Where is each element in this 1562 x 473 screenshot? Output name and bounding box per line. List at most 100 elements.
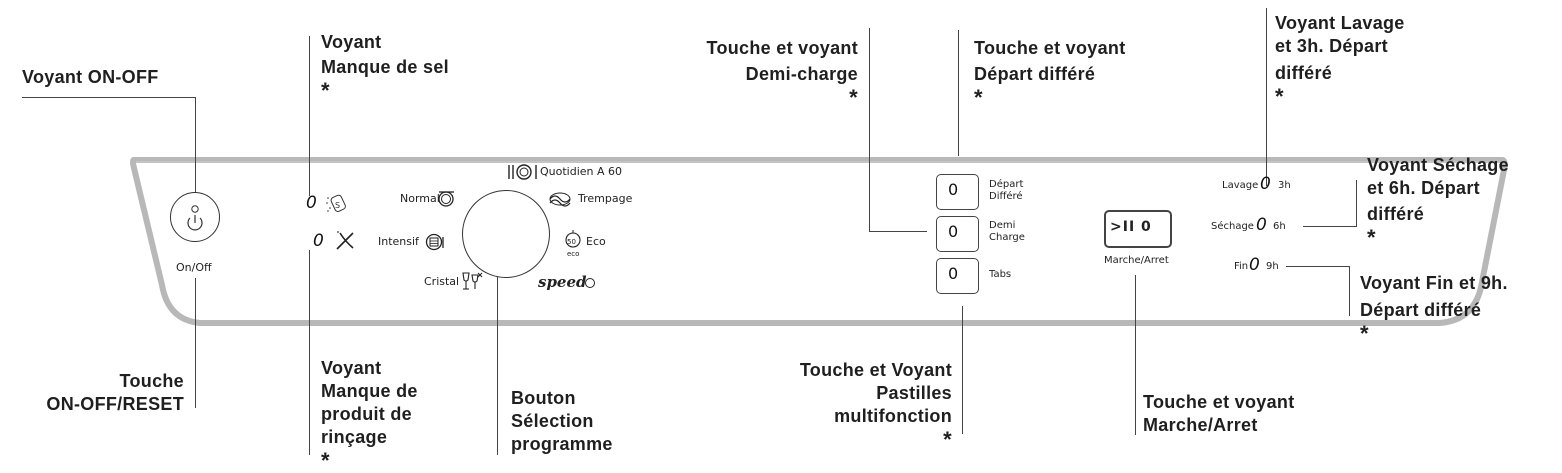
callout-rinse: Voyant Manque de produit de rinçage* <box>321 357 418 472</box>
callout-line: produit de <box>321 404 412 424</box>
speed-logo: speed <box>538 273 587 291</box>
pot-icon <box>438 191 454 207</box>
callout-line: Manque de <box>321 381 418 401</box>
callout-line: Sélection <box>511 411 594 431</box>
phase-dry-hours: 6h <box>1273 221 1286 232</box>
leader-start-v <box>1135 275 1137 435</box>
callout-line: Voyant ON-OFF <box>22 67 159 87</box>
asterisk: * <box>974 85 983 110</box>
callout-line: Touche et Voyant <box>799 360 952 380</box>
program-trempage[interactable]: Trempage <box>578 192 633 205</box>
leader-half-v <box>869 28 871 232</box>
callout-line: Départ différé <box>974 64 1096 84</box>
eco-icon <box>565 230 581 248</box>
asterisk: * <box>943 427 952 452</box>
callout-onoff-key: Touche ON-OFF/RESET <box>18 370 184 416</box>
callout-delay-start: Touche et voyant Départ différé* <box>974 37 1126 109</box>
leader-half-h <box>869 231 927 233</box>
phase-wash-hours: 3h <box>1278 180 1291 191</box>
callout-line: Voyant <box>321 32 382 52</box>
leader-end-v <box>1349 266 1351 316</box>
callout-line: Touche et voyant <box>706 38 858 58</box>
half-load-label: Demi Charge <box>989 220 1025 244</box>
callout-onoff-led: Voyant ON-OFF <box>22 66 159 89</box>
tabs-label: Tabs <box>989 269 1012 280</box>
program-quotidien[interactable]: Quotidien A 60 <box>540 165 623 178</box>
phase-wash-indicator: 0 <box>1260 174 1271 194</box>
power-icon <box>187 205 203 231</box>
callout-line: Touche <box>119 371 184 391</box>
onoff-label: On/Off <box>176 261 212 274</box>
callout-half-load: Touche et voyant Demi-charge* <box>640 37 858 109</box>
callout-line: Marche/Arret <box>1143 415 1258 435</box>
onoff-button[interactable] <box>170 192 220 242</box>
callout-salt: Voyant Manque de sel* <box>321 31 449 102</box>
callout-line: Voyant Lavage <box>1275 13 1405 33</box>
leader-wash-v <box>1266 8 1268 186</box>
speed-badge-icon <box>585 278 595 288</box>
program-normal[interactable]: Normal <box>400 192 440 205</box>
program-eco[interactable]: Eco <box>586 235 606 248</box>
callout-line: Pastilles <box>876 383 952 403</box>
salt-icon: S <box>326 194 346 212</box>
half-load-button[interactable] <box>936 216 979 252</box>
tabs-indicator: 0 <box>948 264 959 283</box>
rinse-aid-icon <box>336 231 354 250</box>
leader-dry-h <box>1303 226 1357 228</box>
start-stop-display: >II 0 <box>1110 219 1152 235</box>
delay-start-label: Départ Différé <box>989 179 1023 203</box>
plate-cutlery-icon <box>508 164 537 180</box>
callout-line: et 3h. Départ <box>1275 36 1388 56</box>
leader-onoff-led-h <box>22 97 196 99</box>
leader-delay-v <box>958 30 960 156</box>
callout-line: Voyant Séchage <box>1367 155 1509 175</box>
program-intensif[interactable]: Intensif <box>378 235 419 248</box>
start-stop-button[interactable] <box>1104 210 1172 248</box>
phase-dry-label: Séchage <box>1211 221 1254 232</box>
phase-end-label: Fin <box>1234 261 1249 272</box>
program-cristal[interactable]: Cristal <box>424 275 460 288</box>
delay-start-indicator: 0 <box>948 180 959 199</box>
phase-end-indicator: 0 <box>1249 255 1260 275</box>
leader-end-h <box>1286 266 1350 268</box>
rinse-indicator: 0 <box>313 231 324 251</box>
label-line: Départ <box>989 179 1024 190</box>
leader-salt-v <box>309 36 311 196</box>
callout-line: Demi-charge <box>745 64 858 84</box>
eco-number: 50 <box>567 238 576 246</box>
callout-line: multifonction <box>834 406 952 426</box>
callout-line: rinçage <box>321 427 388 447</box>
tabs-button[interactable] <box>936 258 979 294</box>
phase-wash-label: Lavage <box>1222 180 1259 191</box>
asterisk: * <box>321 448 330 473</box>
callout-line: programme <box>511 434 613 454</box>
intensive-pot-icon <box>425 233 444 251</box>
leader-onoff-key-v <box>195 278 197 408</box>
leader-onoff-led-v <box>195 97 197 192</box>
leader-prog-v <box>497 240 499 455</box>
label-line: Demi <box>989 220 1016 231</box>
asterisk: * <box>321 78 330 103</box>
callout-dry: Voyant Séchage et 6h. Départ différé* <box>1367 154 1509 249</box>
leader-rinse-v <box>309 250 311 455</box>
callout-start-stop: Touche et voyant Marche/Arret <box>1143 391 1295 437</box>
callout-end: Voyant Fin et 9h. Départ différé* <box>1360 272 1508 345</box>
delay-start-button[interactable] <box>936 174 979 210</box>
callout-line: Départ différé <box>1360 300 1482 320</box>
callout-line: ON-OFF/RESET <box>46 394 184 414</box>
asterisk: * <box>1367 225 1376 250</box>
callout-line: Manque de sel <box>321 57 449 77</box>
callout-line: différé <box>1367 204 1425 224</box>
glasses-icon <box>462 272 483 290</box>
callout-tabs: Touche et Voyant Pastilles multifonction… <box>740 359 952 451</box>
phase-end-hours: 9h <box>1266 261 1279 272</box>
svg-text:S: S <box>335 201 340 210</box>
half-load-indicator: 0 <box>948 222 959 241</box>
leader-dry-v <box>1356 180 1358 227</box>
asterisk: * <box>1275 84 1284 109</box>
callout-line: Voyant <box>321 358 382 378</box>
callout-line: Touche et voyant <box>1143 392 1295 412</box>
callout-line: Touche et voyant <box>974 38 1126 58</box>
program-knob[interactable] <box>462 190 550 278</box>
